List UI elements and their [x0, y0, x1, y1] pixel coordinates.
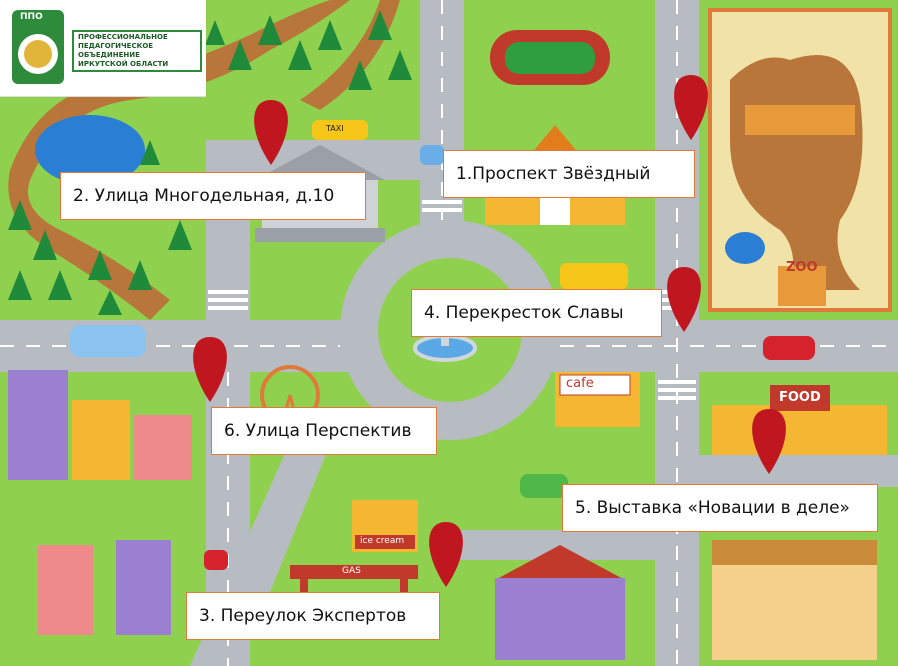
marker-1 [674, 75, 708, 140]
label-6: 6. Улица Перспектив [211, 407, 437, 455]
location-markers [193, 75, 786, 587]
small-red-car [204, 550, 228, 570]
taxi-sign: TAXI [326, 124, 344, 133]
marker-4 [667, 267, 701, 332]
zoo-sign: ZOO [786, 260, 818, 275]
apartment-buildings [8, 370, 192, 635]
food-sign: FOOD [779, 390, 821, 405]
lake [35, 115, 145, 185]
marker-3 [429, 522, 463, 587]
label-2: 2. Улица Многодельная, д.10 [60, 172, 366, 220]
marker-5 [752, 409, 786, 474]
trees [8, 10, 412, 315]
gas-sign: GAS [342, 566, 361, 576]
marker-6 [193, 337, 227, 402]
marker-2 [254, 100, 288, 165]
yellow-bus [560, 263, 628, 289]
green-car [520, 474, 568, 498]
cafe-sign: cafe [566, 376, 594, 391]
food-store [712, 385, 887, 455]
blue-car [420, 145, 444, 165]
icecream-sign: ice cream [360, 536, 405, 546]
taxi-car [312, 120, 368, 140]
org-line: ПРОФЕССИОНАЛЬНОЕ [78, 33, 168, 41]
label-3: 3. Переулок Экспертов [186, 592, 440, 640]
zoo [708, 8, 892, 312]
organization-name: ПРОФЕССИОНАЛЬНОЕ ПЕДАГОГИЧЕСКОЕ ОБЪЕДИНЕ… [72, 30, 202, 72]
cafe-building [555, 372, 640, 427]
red-car [763, 336, 815, 360]
stadium [490, 30, 610, 85]
org-line: ОБЪЕДИНЕНИЕ [78, 51, 140, 59]
label-5: 5. Выставка «Новации в деле» [562, 484, 878, 532]
logo-abbr: ППО [20, 12, 43, 22]
purple-house [495, 545, 625, 660]
emblem-icon [12, 10, 64, 84]
organization-logo: ППО ПРОФЕССИОНАЛЬНОЕ ПЕДАГОГИЧЕСКОЕ ОБЪЕ… [0, 0, 206, 97]
org-line: ИРКУТСКОЙ ОБЛАСТИ [78, 60, 169, 68]
org-line: ПЕДАГОГИЧЕСКОЕ [78, 42, 154, 50]
vehicles [70, 120, 815, 570]
brick-house [712, 540, 877, 660]
blue-bus [70, 325, 146, 357]
label-4: 4. Перекресток Славы [411, 289, 662, 337]
label-1: 1.Проспект Звёздный [443, 150, 695, 198]
ice-cream-kiosk [352, 500, 418, 552]
